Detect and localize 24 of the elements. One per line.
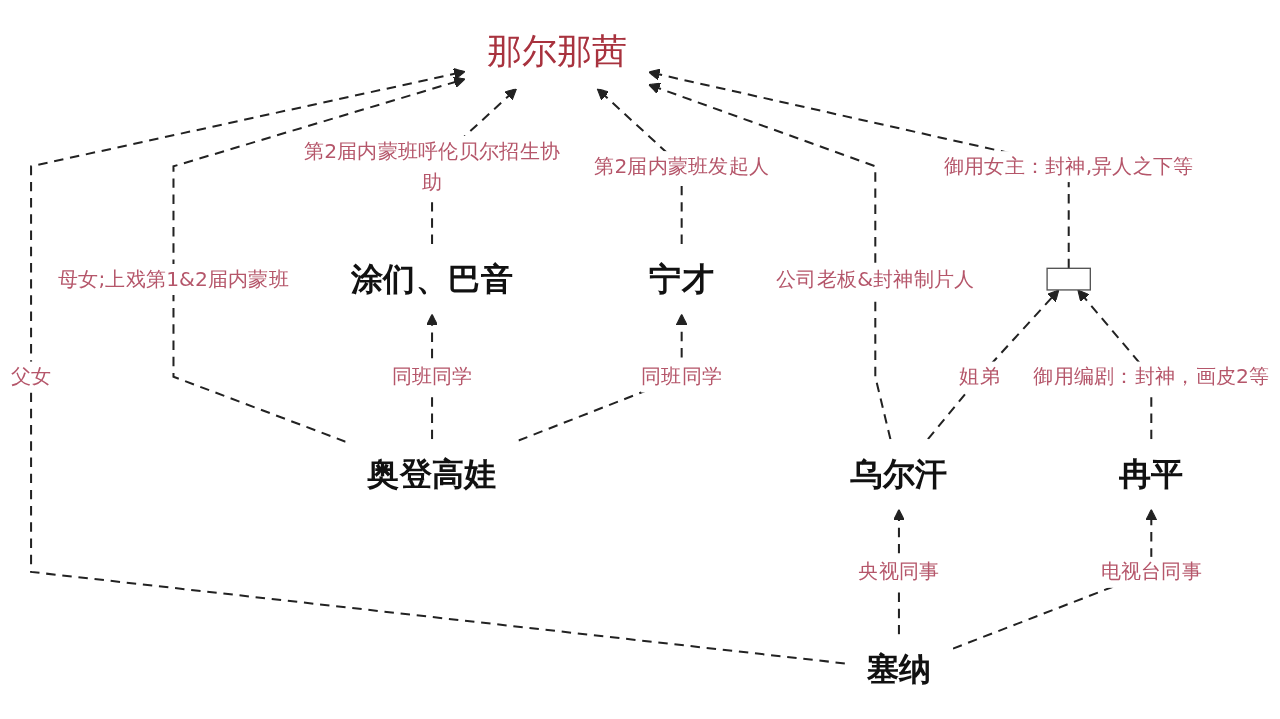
edge-label: 公司老板&封神制片人 [776, 266, 975, 291]
edge-label: 电视台同事 [1100, 559, 1202, 584]
node-text: 涂们、巴音 [351, 260, 514, 299]
node-text: 奥登高娃 [367, 455, 497, 494]
node-text: 那尔那茜 [486, 30, 628, 72]
edge-label: 同班同学 [641, 364, 723, 389]
arrow [648, 82, 892, 440]
node-text: 宁才 [649, 260, 715, 299]
node-text: 塞纳 [866, 650, 932, 689]
edge-label: 御用编剧：封神，画皮2等 [1033, 364, 1270, 389]
arrow [927, 289, 1060, 440]
arrow [1077, 289, 1153, 440]
edge-label: 央视同事 [858, 559, 940, 584]
node-box [1046, 267, 1091, 291]
edge-label: 姐弟 [959, 364, 1000, 389]
arrow [30, 68, 846, 665]
edge-label: 母女;上戏第1&2届内蒙班 [58, 266, 289, 291]
edge-label: 同班同学 [391, 364, 473, 389]
edge-label: 父女 [10, 364, 52, 389]
edge-label: 第2届内蒙班呼伦贝尔招生协助 [304, 138, 561, 194]
node-text: 冉平 [1118, 455, 1184, 494]
edge-label: 御用女主：封神,异人之下等 [943, 153, 1194, 179]
node-text: 乌尔汗 [850, 455, 948, 494]
edge-label: 第2届内蒙班发起人 [594, 153, 770, 179]
